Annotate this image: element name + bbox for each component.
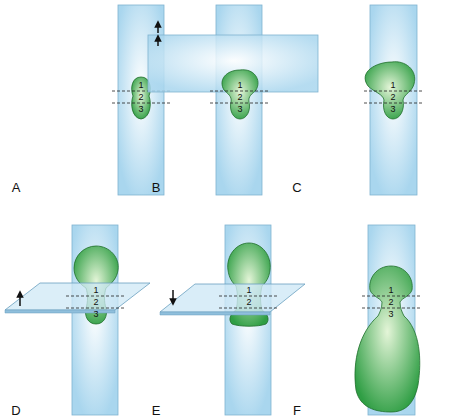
level-number: 1 <box>138 81 143 90</box>
level-number: 1 <box>388 286 393 295</box>
level-number: 2 <box>246 298 251 307</box>
level-number: 2 <box>138 93 143 102</box>
green-mass <box>365 62 415 119</box>
tube-band <box>216 5 262 195</box>
dashed-level <box>210 91 268 103</box>
panel-b <box>148 5 318 195</box>
level-number: 3 <box>388 310 393 319</box>
dashed-level <box>112 91 170 103</box>
panel-e <box>160 225 305 415</box>
green-mass <box>132 77 151 119</box>
panel-c <box>364 5 423 195</box>
tilted-plane <box>5 283 150 310</box>
panel-d <box>5 225 150 415</box>
tube-band <box>72 225 118 415</box>
level-number: 3 <box>237 105 242 114</box>
green-mass <box>222 70 258 119</box>
level-number: 3 <box>390 105 395 114</box>
tube-band <box>225 225 271 415</box>
panel-letter: A <box>12 181 21 194</box>
level-number: 2 <box>93 298 98 307</box>
level-number: 1 <box>93 286 98 295</box>
dashed-level <box>362 296 421 308</box>
panel-letter: B <box>152 181 161 194</box>
panel-letter: E <box>152 404 161 417</box>
level-number: 3 <box>138 105 143 114</box>
down-arrow <box>172 290 174 302</box>
up-arrow <box>19 294 21 306</box>
tilted-plane <box>160 284 305 312</box>
green-mass <box>355 266 420 412</box>
level-number: 2 <box>388 298 393 307</box>
tube-band <box>370 5 417 195</box>
dashed-level <box>219 296 277 308</box>
level-number: 1 <box>390 81 395 90</box>
panel-letter: F <box>293 404 301 417</box>
level-number: 1 <box>237 81 242 90</box>
tube-band <box>118 5 164 195</box>
up-arrow <box>157 24 159 46</box>
panel-letter: D <box>11 404 20 417</box>
panel-letter: C <box>292 181 301 194</box>
level-number: 1 <box>246 286 251 295</box>
panel-a <box>112 5 170 195</box>
panel-f <box>355 225 421 415</box>
plane-edge <box>160 312 270 315</box>
level-number: 2 <box>237 93 242 102</box>
level-number: 3 <box>93 310 98 319</box>
level-number: 2 <box>390 93 395 102</box>
dashed-level <box>66 296 124 308</box>
dashed-level <box>364 91 423 103</box>
